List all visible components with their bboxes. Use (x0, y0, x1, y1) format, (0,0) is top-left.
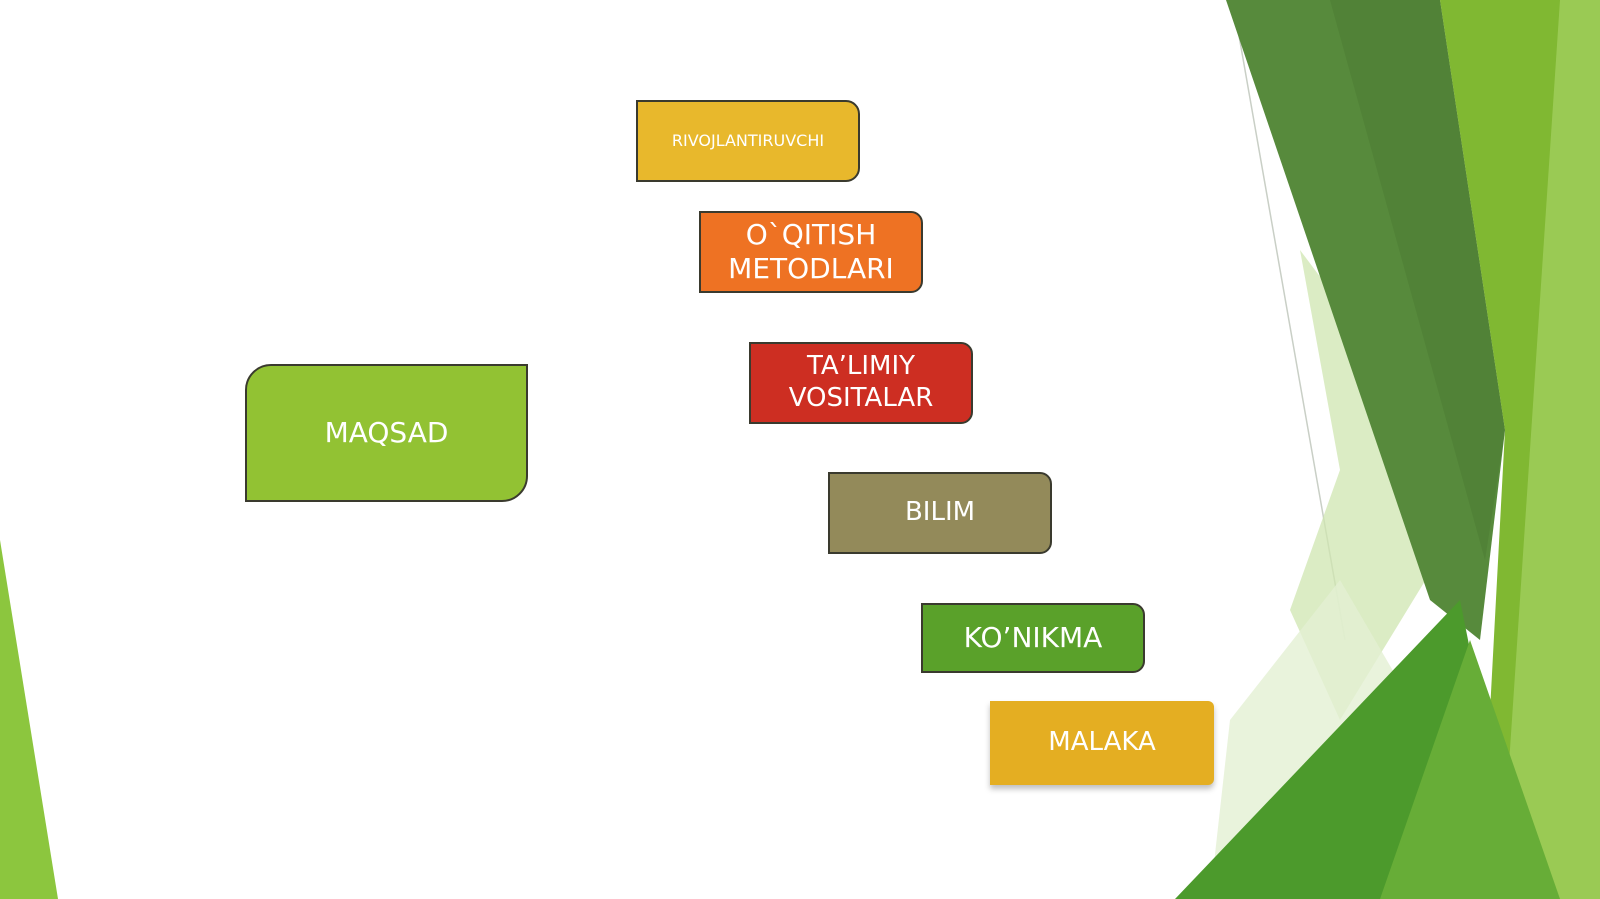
step-label: MALAKA (1048, 727, 1156, 758)
step-box-bilim: BILIM (828, 472, 1052, 554)
step-label: O`QITISH METODLARI (728, 217, 894, 285)
maqsad-label: MAQSAD (324, 415, 449, 449)
step-label: KO’NIKMA (963, 620, 1103, 654)
step-label: BILIM (904, 497, 976, 528)
bottom-mid-green-shard (1380, 640, 1560, 899)
left-green-sliver (0, 540, 58, 899)
step-label: RIVOJLANTIRUVCHI (671, 131, 825, 151)
step-box-malaka: MALAKA (990, 701, 1214, 785)
step-box-talimiy-vositalar: TA’LIMIY VOSITALAR (749, 342, 973, 424)
step-label: TA’LIMIY VOSITALAR (788, 351, 934, 413)
step-box-konikma: KO’NIKMA (921, 603, 1145, 673)
step-box-oqitish-metodlari: O`QITISH METODLARI (699, 211, 923, 293)
mid-dark-green-shard (1330, 0, 1505, 560)
right-light-column (1500, 0, 1600, 899)
maqsad-box: MAQSAD (245, 364, 528, 502)
step-box-rivojlantiruvchi: RIVOJLANTIRUVCHI (636, 100, 860, 182)
